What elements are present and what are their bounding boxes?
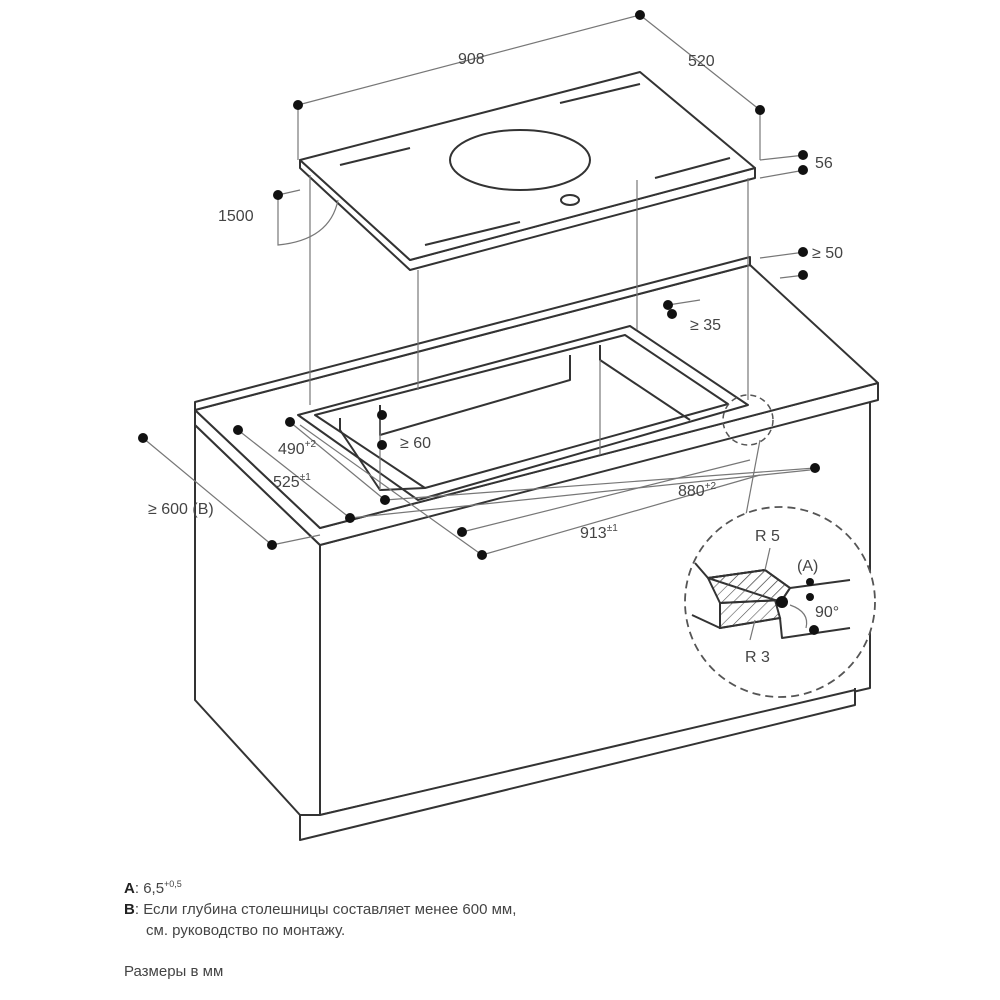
worktop-upstand: [194, 256, 751, 411]
label-radius-bottom: R 3: [745, 649, 770, 666]
label-recess-depth: 525±1: [273, 472, 311, 491]
label-cutout-width: 880+2: [678, 481, 717, 500]
dimension-points: [138, 10, 820, 560]
note-b: B: Если глубина столешницы составляет ме…: [124, 901, 517, 918]
projection-lines: [277, 105, 761, 405]
label-hob-width: 908: [458, 51, 485, 68]
hob: [299, 71, 756, 271]
label-back-clearance: ≥ 50: [812, 245, 843, 262]
units-note: Размеры в мм: [124, 963, 224, 980]
note-a: A: 6,5+0,5: [124, 879, 182, 897]
label-a: (A): [797, 558, 818, 575]
label-worktop-depth: ≥ 600 (B): [148, 501, 214, 518]
cabinet: [194, 399, 871, 841]
label-cable-length: 1500: [218, 208, 254, 225]
label-recess-width: 913±1: [580, 523, 618, 542]
label-cutout-depth: 490+2: [278, 439, 317, 458]
label-radius-top: R 5: [755, 528, 780, 545]
notes: A: 6,5+0,5 B: Если глубина столешницы со…: [124, 874, 516, 982]
label-angle: 90°: [815, 604, 839, 621]
hob-control-knob: [560, 194, 580, 206]
edge-detail: R 5 R 3 (A) 90°: [684, 394, 876, 698]
worktop: [194, 256, 879, 546]
note-b-continued: см. руководство по монтажу.: [146, 922, 346, 939]
label-hob-height: 56: [815, 155, 833, 172]
label-cutout-back-gap: ≥ 35: [690, 317, 721, 334]
hob-cooking-zone: [449, 129, 591, 191]
hob-glass-top: [299, 71, 756, 261]
dimension-lines: [142, 14, 816, 556]
label-hob-depth: 520: [688, 53, 715, 70]
dimension-labels: 908 520 56 1500 ≥ 50 ≥ 35 ≥ 60 490+2 525…: [148, 51, 843, 542]
label-front-gap: ≥ 60: [400, 435, 431, 452]
